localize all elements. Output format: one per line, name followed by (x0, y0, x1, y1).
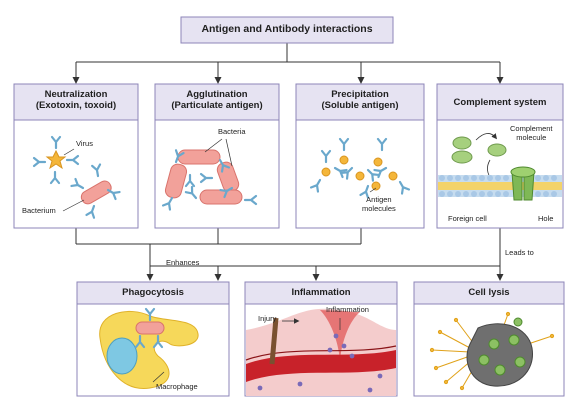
precipitation-title: Precipitation (Soluble antigen) (296, 89, 424, 112)
complement-molecule-label: Complement molecule (510, 124, 553, 142)
bacteria-label: Bacteria (218, 127, 246, 136)
macrophage-label: Macrophage (156, 382, 198, 391)
complement-label-line1: Complement (510, 124, 553, 133)
precipitation-header (295, 83, 425, 121)
inflammation-header (244, 281, 398, 305)
leads-to-label: Leads to (505, 248, 534, 257)
cell-lysis-header (413, 281, 565, 305)
injury-label: Injury (258, 314, 277, 323)
agglutination-title-line2: (Particulate antigen) (171, 100, 263, 112)
agglutination-title-line1: Agglutination (186, 89, 248, 100)
inflammation-site-label: Inflammation (326, 305, 369, 314)
complement-header (436, 83, 564, 121)
antigen-label-line1: Antigen (366, 195, 392, 204)
neutralization-illustration (32, 135, 121, 219)
connector-lines (72, 43, 504, 281)
agglutination-title: Agglutination (Particulate antigen) (155, 89, 279, 112)
virus-label: Virus (76, 139, 93, 148)
phagocytosis-title: Phagocytosis (122, 287, 184, 298)
foreign-cell-label: Foreign cell (448, 214, 487, 223)
antigen-label-line2: molecules (362, 203, 396, 213)
complement-title: Complement system (453, 97, 547, 108)
enhances-label: Enhances (166, 258, 200, 267)
neutralization-title-line1: Neutralization (44, 89, 108, 100)
phagocytosis-header (76, 281, 230, 305)
cell-lysis-title: Cell lysis (468, 287, 510, 298)
complement-illustration (438, 133, 562, 201)
antigen-molecules-label: Antigen molecules (362, 195, 396, 213)
precipitation-title-line2: (Soluble antigen) (321, 100, 399, 112)
bacterium-label: Bacterium (22, 206, 56, 215)
page-title: Antigen and Antibody interactions (201, 23, 373, 35)
title-box (180, 16, 394, 44)
neutralization-header (13, 83, 139, 121)
agglutination-illustration (161, 138, 258, 211)
hole-label: Hole (538, 214, 554, 223)
inflammation-illustration (245, 308, 397, 396)
precipitation-title-line1: Precipitation (331, 89, 389, 100)
neutralization-title: Neutralization (Exotoxin, toxoid) (14, 89, 138, 112)
complement-label-line2: molecule (516, 132, 547, 142)
agglutination-header (154, 83, 280, 121)
neutralization-title-line2: (Exotoxin, toxoid) (35, 100, 117, 112)
cell-lysis-illustration (429, 311, 555, 391)
inflammation-title: Inflammation (291, 287, 351, 298)
precipitation-illustration (309, 137, 411, 199)
phagocytosis-illustration (99, 307, 199, 389)
